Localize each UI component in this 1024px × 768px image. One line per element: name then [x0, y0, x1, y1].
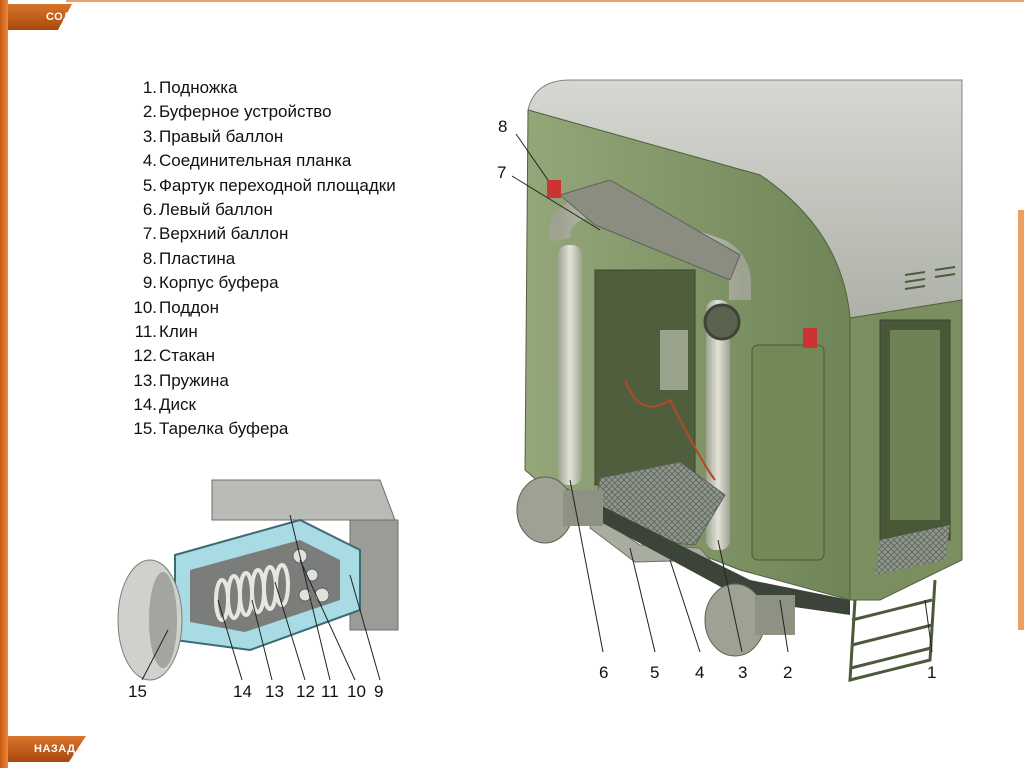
legend-item-number: 15. — [133, 419, 157, 439]
legend-item: 8.Пластина — [110, 247, 470, 271]
legend-item-label: Соединительная планка — [159, 151, 352, 171]
legend-item: 13.Пружина — [110, 369, 470, 393]
legend-item-label: Фартук переходной площадки — [159, 175, 396, 195]
legend-item-number: 11. — [134, 321, 157, 341]
buffer-spring — [214, 563, 290, 622]
top-accent-line — [66, 0, 1024, 2]
electrical-box — [751, 344, 825, 561]
left-diaphragm-balloon — [558, 245, 582, 485]
left-rail — [0, 0, 8, 768]
legend-item-label: Диск — [159, 395, 196, 415]
legend-item-label: Пружина — [159, 370, 229, 390]
top-plate — [558, 179, 741, 281]
callout-9: 9 — [374, 682, 384, 701]
callout-13: 13 — [265, 682, 284, 701]
legend-item: 2.Буферное устройство — [110, 100, 470, 124]
right-accent-strip — [1018, 210, 1024, 630]
legend-item-number: 10. — [133, 297, 157, 317]
legend-item-label: Пластина — [159, 248, 236, 268]
legend-item-number: 2. — [142, 102, 157, 122]
legend-item-label: Тарелка буфера — [159, 419, 289, 439]
callout-15: 15 — [128, 682, 147, 701]
legend-item: 1.Подножка — [110, 76, 470, 100]
legend-item-label: Корпус буфера — [159, 273, 279, 293]
legend-item: 14.Диск — [110, 393, 470, 417]
legend-item: 4.Соединительная планка — [110, 149, 470, 173]
legend-item-number: 12. — [133, 346, 157, 366]
legend-item-label: Буферное устройство — [159, 102, 332, 122]
callout-14: 14 — [233, 682, 252, 701]
legend-item-number: 4. — [142, 151, 157, 171]
callout-6: 6 — [599, 663, 609, 682]
callout-3: 3 — [738, 663, 748, 682]
legend-item-label: Поддон — [159, 297, 219, 317]
legend-item: 10.Поддон — [110, 296, 470, 320]
legend-item-number: 14. — [133, 395, 157, 415]
callout-5: 5 — [650, 663, 660, 682]
legend-item-label: Подножка — [159, 78, 238, 97]
legend-item: 7.Верхний баллон — [110, 222, 470, 246]
entry-step — [848, 579, 937, 682]
legend-item: 6.Левый баллон — [110, 198, 470, 222]
callout-4: 4 — [695, 663, 705, 682]
callout-11: 11 — [321, 682, 339, 701]
callout-2: 2 — [783, 663, 793, 682]
legend-item-label: Клин — [159, 321, 198, 341]
callout-7: 7 — [497, 163, 507, 182]
callout-12: 12 — [296, 682, 315, 701]
legend-item: 12.Стакан — [110, 344, 470, 368]
legend-item-number: 7. — [142, 224, 157, 244]
end-lamp — [703, 303, 741, 341]
legend-item: 5.Фартук переходной площадки — [110, 174, 470, 198]
legend-item-number: 5. — [142, 175, 157, 195]
legend-item-number: 8. — [142, 248, 157, 268]
legend-item-number: 6. — [142, 199, 157, 219]
legend-item-number: 9. — [142, 273, 157, 293]
legend-item-label: Верхний баллон — [159, 224, 289, 244]
legend-item: 15.Тарелка буфера — [110, 417, 470, 441]
legend-item: 11.Клин — [110, 320, 470, 344]
legend-item: 3.Правый баллон — [110, 125, 470, 149]
legend-item-label: Стакан — [159, 346, 215, 366]
legend-item-number: 3. — [142, 126, 157, 146]
callout-8: 8 — [498, 117, 508, 136]
legend-item-number: 13. — [133, 370, 157, 390]
legend-item: 9.Корпус буфера — [110, 271, 470, 295]
legend-item-number: 1. — [142, 78, 157, 97]
callout-1: 1 — [927, 663, 937, 682]
legend-item-label: Левый баллон — [159, 199, 273, 219]
callout-10: 10 — [347, 682, 366, 701]
legend-item-label: Правый баллон — [159, 126, 284, 146]
